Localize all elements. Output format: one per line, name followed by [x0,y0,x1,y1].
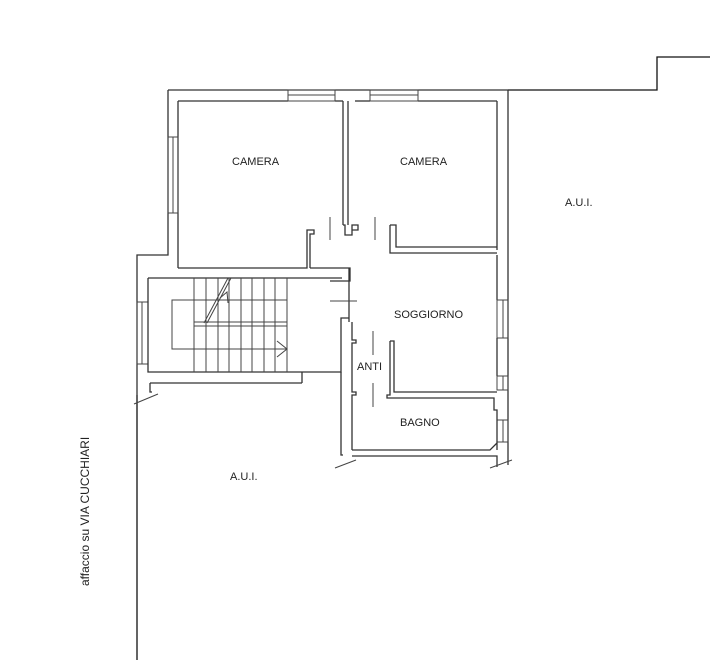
area-label-aui-south: A.U.I. [230,471,258,483]
room-label-camera-2: CAMERA [400,156,448,168]
area-label-aui-east: A.U.I. [565,197,593,209]
room-label-anti: ANTI [357,361,383,373]
room-label-soggiorno: SOGGIORNO [394,309,464,321]
exterior-walls [136,89,509,465]
room-label-bagno: BAGNO [400,417,440,429]
staircase [171,277,288,372]
street-label: affaccio su VIA CUCCHIARI [78,436,92,586]
property-boundary [136,56,710,660]
interior-walls [133,101,513,469]
room-label-camera-1: CAMERA [232,156,280,168]
